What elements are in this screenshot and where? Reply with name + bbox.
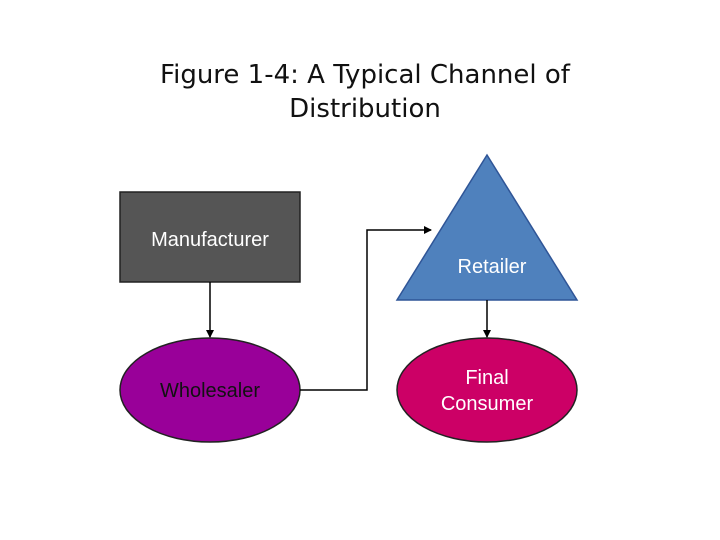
final-consumer-label-line-1: Final (465, 367, 508, 389)
title-line-2: Distribution (289, 94, 441, 124)
arrow-wholesaler-to-retailer (300, 226, 432, 391)
final-consumer-ellipse (396, 337, 578, 443)
manufacturer-label: Manufacturer (151, 229, 269, 251)
manufacturer-node: Manufacturer (119, 191, 301, 283)
wholesaler-label: Wholesaler (160, 380, 260, 402)
final-consumer-node: Final Consumer (396, 337, 578, 443)
retailer-triangle (395, 153, 579, 301)
diagram-title: Figure 1-4: A Typical Channel of Distrib… (0, 58, 720, 126)
title-line-1: Figure 1-4: A Typical Channel of (160, 60, 570, 90)
retailer-label: Retailer (458, 256, 527, 278)
retailer-node: Retailer (395, 153, 579, 301)
final-consumer-label-line-2: Consumer (441, 393, 534, 415)
wholesaler-node: Wholesaler (119, 337, 301, 443)
